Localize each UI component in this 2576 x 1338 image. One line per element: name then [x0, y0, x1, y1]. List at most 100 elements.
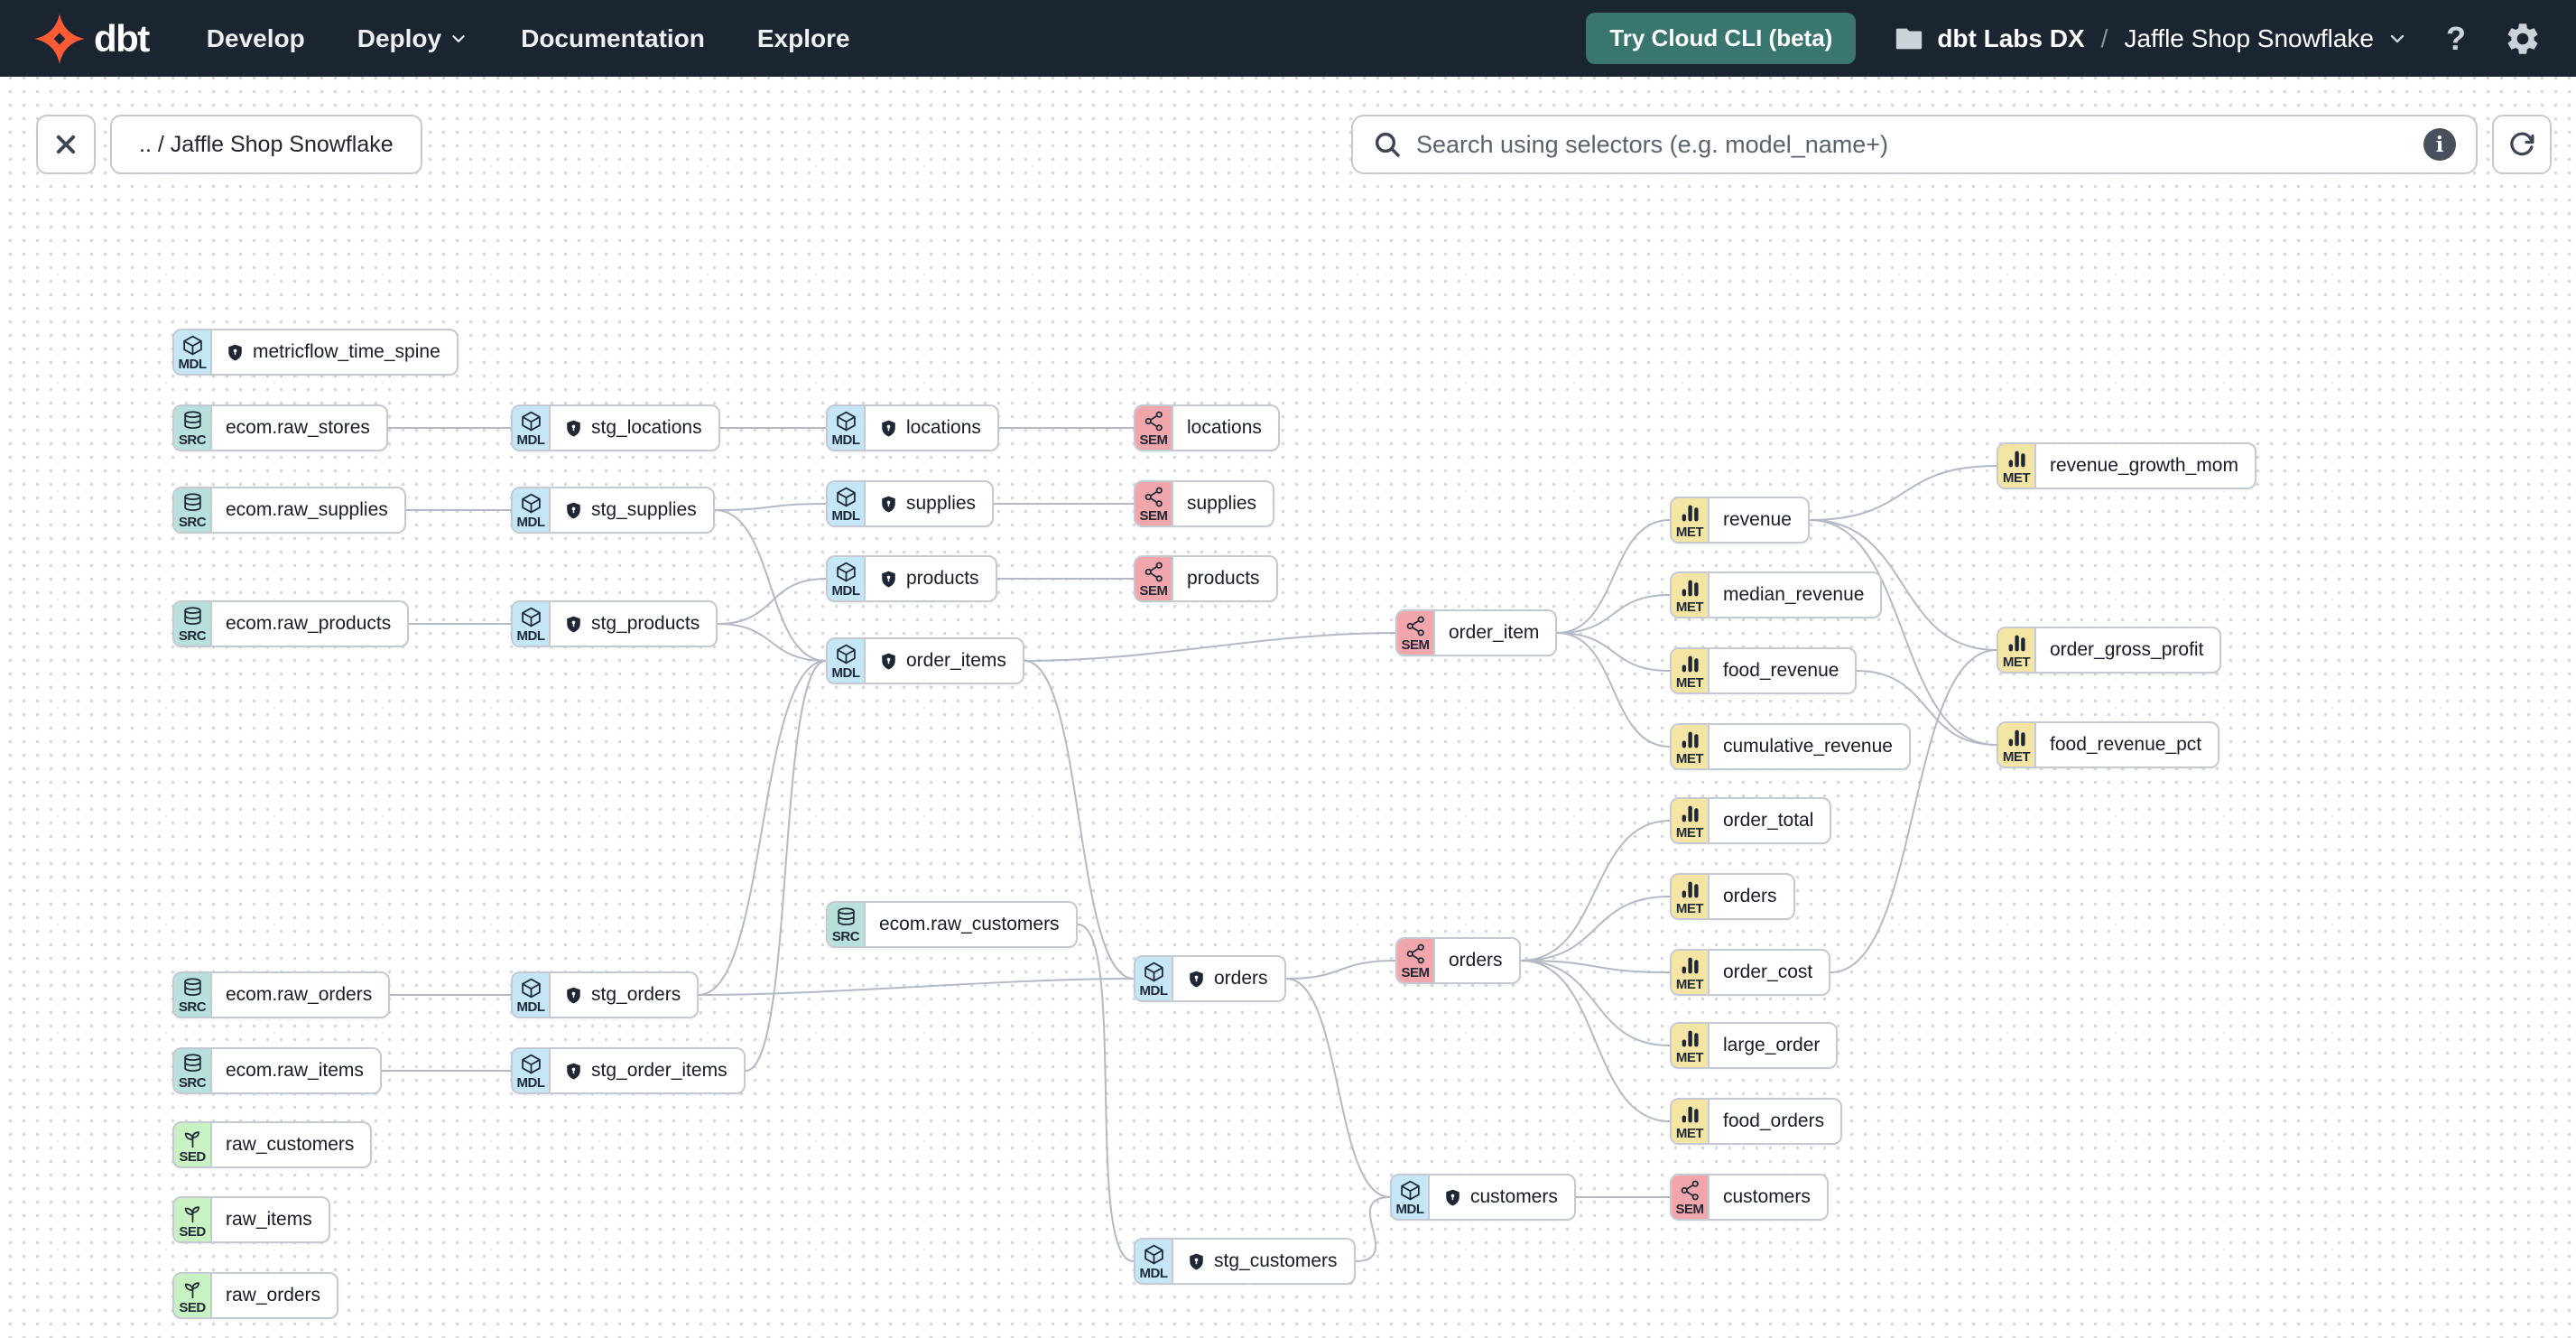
nav-item-documentation[interactable]: Documentation	[521, 23, 705, 52]
nav-item-deploy[interactable]: Deploy	[357, 24, 468, 53]
nav-item-explore[interactable]: Explore	[756, 23, 850, 52]
model-cube-icon	[521, 607, 541, 627]
node-type-label: MET	[1675, 599, 1704, 616]
node-type-badge: SED	[174, 1198, 212, 1241]
close-lineage-button[interactable]	[36, 115, 96, 174]
shield-lock-icon	[882, 653, 895, 670]
project-switcher[interactable]: dbt Labs DX / Jaffle Shop Snowflake	[1894, 23, 2408, 54]
nav-item-develop[interactable]: Develop	[206, 23, 305, 52]
node-type-badge: MET	[1672, 1100, 1710, 1143]
node-type-badge: SED	[174, 1123, 212, 1166]
refresh-button[interactable]	[2492, 115, 2552, 174]
node-type-label: MET	[1675, 525, 1704, 541]
breadcrumb-separator: /	[2100, 23, 2108, 52]
lineage-edge	[717, 578, 827, 625]
lineage-edge	[1856, 670, 1997, 746]
source-database-icon	[837, 907, 855, 926]
top-navbar: dbt Develop Deploy Documentation Explore…	[0, 0, 2576, 77]
graph-node-met_food_revenue_pct[interactable]: MET food_revenue_pct	[1997, 721, 2220, 768]
metric-chart-icon	[1682, 655, 1699, 673]
info-icon[interactable]: i	[2423, 128, 2456, 161]
dbt-logo-icon	[34, 13, 85, 64]
node-type-badge: MET	[1998, 723, 2036, 767]
node-type-label: SEM	[1139, 508, 1168, 525]
node-type-label: MET	[1675, 977, 1704, 993]
help-button[interactable]: ?	[2446, 19, 2466, 57]
node-type-badge: MDL	[1392, 1175, 1430, 1219]
node-type-label: SRC	[831, 929, 860, 945]
node-type-badge: MDL	[513, 1049, 551, 1092]
source-database-icon	[183, 411, 201, 430]
node-type-label: MDL	[831, 508, 861, 525]
refresh-icon	[2510, 132, 2534, 156]
dbt-logo[interactable]: dbt	[34, 13, 150, 64]
node-type-label: SEM	[1401, 965, 1430, 981]
node-type-badge: MDL	[513, 973, 551, 1017]
metric-chart-icon	[1682, 505, 1699, 522]
node-type-badge: MET	[1672, 951, 1710, 994]
model-cube-icon	[182, 335, 202, 356]
source-database-icon	[183, 607, 201, 626]
model-cube-icon	[1144, 962, 1163, 982]
node-type-badge: SRC	[828, 903, 866, 946]
source-database-icon	[183, 1054, 201, 1073]
shield-lock-icon	[882, 571, 895, 588]
node-type-badge: MET	[1672, 799, 1710, 842]
search-icon	[1375, 132, 1400, 157]
node-type-badge: MET	[1672, 498, 1710, 542]
lineage-edge	[1520, 960, 1671, 973]
lineage-breadcrumb[interactable]: .. / Jaffle Shop Snowflake	[110, 115, 422, 174]
node-type-label: MET	[1675, 825, 1704, 841]
model-cube-icon	[521, 1054, 541, 1074]
semantic-model-icon	[1144, 411, 1163, 432]
node-type-label: MDL	[831, 432, 861, 449]
node-label: food_revenue_pct	[2050, 734, 2202, 755]
settings-gear-button[interactable]	[2504, 20, 2542, 58]
node-type-label: MDL	[831, 583, 861, 599]
try-cloud-cli-button[interactable]: Try Cloud CLI (beta)	[1586, 13, 1857, 64]
node-type-badge: MET	[1672, 1024, 1710, 1067]
shield-lock-icon	[567, 987, 580, 1004]
search-input[interactable]	[1416, 130, 2409, 159]
